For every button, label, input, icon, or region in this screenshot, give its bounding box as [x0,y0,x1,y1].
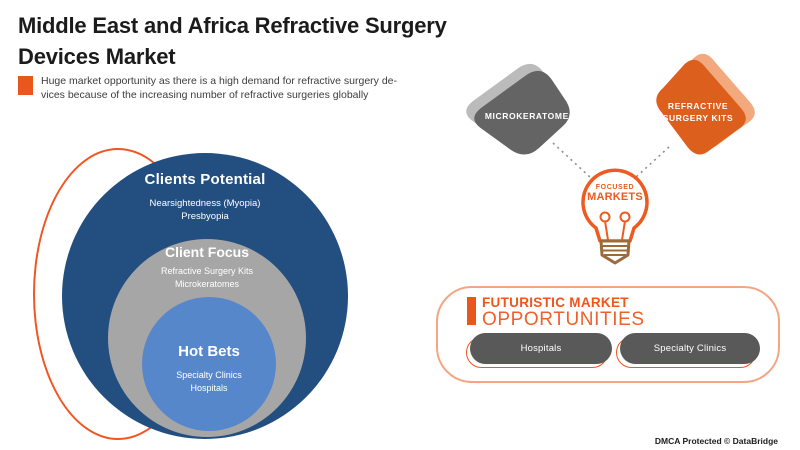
pill-label: Hospitals [470,333,612,364]
venn-middle-items: Refractive Surgery Kits Microkeratomes [108,265,306,290]
bullet-square-icon [18,76,33,95]
opportunities-panel: FUTURISTIC MARKET OPPORTUNITIES Hospital… [436,286,780,383]
opportunities-heading: FUTURISTIC MARKET OPPORTUNITIES [482,295,645,331]
opportunity-pill-specialty-clinics: Specialty Clinics [616,333,760,368]
refractive-kits-blob [656,59,746,155]
page-title: Middle East and Africa Refractive Surger… [18,10,498,72]
refractive-kits-blob-label: REFRACTIVE SURGERY KITS [662,101,734,123]
bulb-text-markets: MARKETS [587,191,643,203]
opportunities-heading-line2: OPPORTUNITIES [482,309,645,330]
key-point-text: Huge market opportunity as there is a hi… [41,75,441,102]
focus-cluster-graphic [466,53,755,265]
lightbulb-icon [581,168,649,265]
page-title-line2: Devices Market [18,44,176,69]
key-point-line2: vices because of the increasing number o… [41,88,369,101]
venn-outer-items: Nearsightedness (Myopia) Presbyopia [62,197,348,223]
bulb-text-focused: FOCUSED [595,184,635,191]
dmca-watermark: DMCA Protected © DataBridge [654,436,778,446]
venn-outer-item: Presbyopia [181,211,229,222]
dashed-connector-left [552,142,592,179]
venn-middle-item: Microkeratomes [174,278,239,289]
pill-label: Specialty Clinics [620,333,760,364]
venn-inner-item: Hospitals [190,382,228,393]
dashed-connector-right [634,146,670,179]
venn-middle-label: Client Focus [164,244,249,260]
key-point: Huge market opportunity as there is a hi… [18,75,441,102]
page-title-line1: Middle East and Africa Refractive Surger… [18,13,447,38]
venn-inner-items: Specialty Clinics Hospitals [142,369,276,394]
heading-bar-icon [467,297,476,325]
key-point-line1: Huge market opportunity as there is a hi… [41,75,398,87]
venn-outer-label: Clients Potential [144,171,266,188]
opportunity-pill-hospitals: Hospitals [466,333,612,368]
venn-inner-item: Specialty Clinics [176,370,242,380]
venn-inner-circle: Hot Bets Specialty Clinics Hospitals [142,297,276,431]
venn-inner-label: Hot Bets [178,343,240,360]
venn-outer-item: Nearsightedness (Myopia) [149,198,261,209]
opportunities-heading-line1: FUTURISTIC MARKET [482,295,629,310]
venn-middle-item: Refractive Surgery Kits [160,266,254,276]
microkeratomes-blob-label: MICROKERATOMES [484,111,576,121]
microkeratomes-blob [474,70,570,155]
